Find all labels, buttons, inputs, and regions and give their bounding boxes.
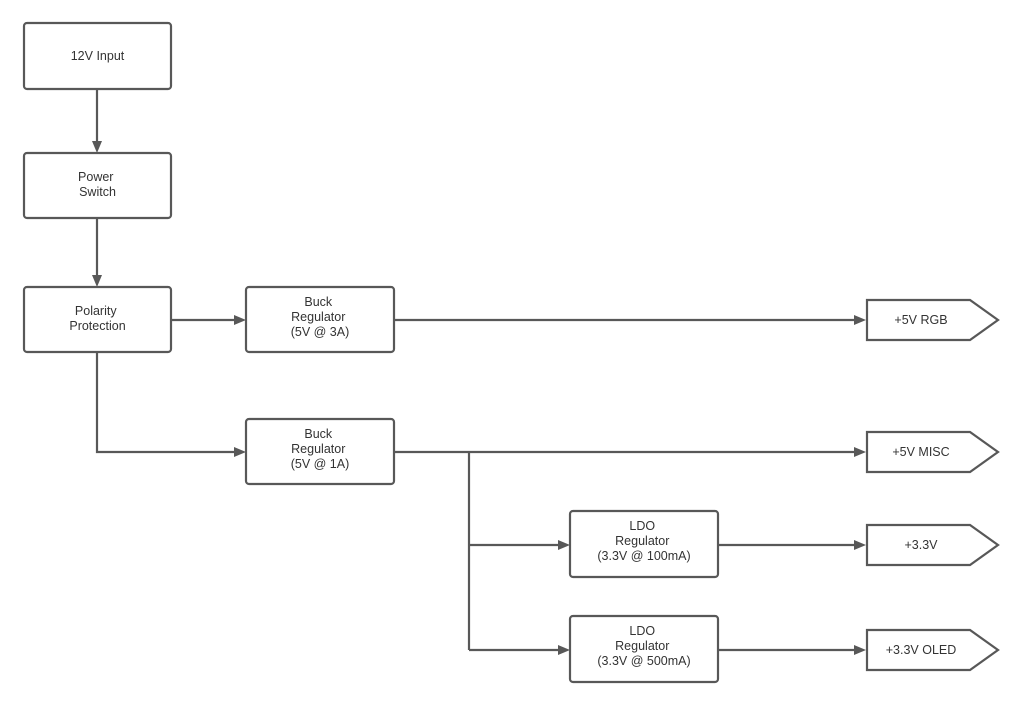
block-polarity-protection-line-1: Polarity (75, 304, 117, 318)
arrowhead-5v-misc (854, 447, 866, 457)
block-power-switch-line-1: Power (78, 170, 113, 184)
block-buck-regulator-1a-line-2: Regulator (291, 442, 345, 456)
output-3v3: +3.3V (865, 523, 1000, 567)
arrowhead-polarity (92, 275, 102, 287)
block-power-switch-line-2: Switch (79, 185, 116, 199)
block-12v-input-line-1: 12V Input (71, 49, 125, 63)
svg-text:Buck Regulator (5V: Buck Regulator (5V @ 3A) (291, 295, 350, 339)
block-12v-input: 12V Input (22, 21, 173, 91)
output-5v-rgb: +5V RGB (865, 298, 1000, 342)
block-buck-regulator-1a-line-3: (5V @ 1A) (291, 457, 350, 471)
svg-text:Power Switch: Power Switch (78, 170, 117, 199)
block-buck-regulator-1a-line-1: Buck (304, 427, 333, 441)
arrowhead-buck1a (234, 447, 246, 457)
block-polarity-protection: Polarity Protection (22, 285, 173, 354)
arrowhead-5v-rgb (854, 315, 866, 325)
block-ldo-regulator-100ma: LDO Regulator (3.3V @ 100mA) (568, 509, 720, 579)
output-5v-rgb-label: +5V RGB (894, 313, 947, 327)
connections (92, 89, 866, 655)
output-3v3-oled-label: +3.3V OLED (886, 643, 957, 657)
wire-polarity-to-buck1a (95, 352, 238, 454)
block-power-switch: Power Switch (22, 151, 173, 220)
block-ldo-regulator-500ma: LDO Regulator (3.3V @ 500mA) (568, 614, 720, 684)
arrowhead-switch (92, 141, 102, 153)
svg-text:LDO Regulator (3.3: LDO Regulator (3.3V @ 500mA) (597, 624, 690, 668)
block-buck-regulator-3a-line-1: Buck (304, 295, 333, 309)
block-buck-regulator-3a: Buck Regulator (5V @ 3A) (244, 285, 396, 354)
block-ldo-regulator-100ma-line-3: (3.3V @ 100mA) (597, 549, 690, 563)
block-buck-regulator-3a-line-2: Regulator (291, 310, 345, 324)
block-ldo-regulator-500ma-line-3: (3.3V @ 500mA) (597, 654, 690, 668)
block-ldo-regulator-500ma-line-2: Regulator (615, 639, 669, 653)
output-5v-misc-label: +5V MISC (892, 445, 949, 459)
svg-text:LDO Regulator (3.3: LDO Regulator (3.3V @ 100mA) (597, 519, 690, 563)
output-5v-misc: +5V MISC (865, 430, 1000, 474)
block-ldo-regulator-100ma-line-2: Regulator (615, 534, 669, 548)
block-ldo-regulator-100ma-line-1: LDO (629, 519, 655, 533)
arrowhead-ldo500 (558, 645, 570, 655)
svg-text:12V Input: 12V Input (71, 49, 125, 63)
block-buck-regulator-3a-line-3: (5V @ 3A) (291, 325, 350, 339)
output-3v3-oled: +3.3V OLED (865, 628, 1000, 672)
svg-text:Polarity Protection: Polarity Protection (69, 304, 125, 333)
arrowhead-3v3-oled (854, 645, 866, 655)
block-polarity-protection-line-2: Protection (69, 319, 125, 333)
block-ldo-regulator-500ma-line-1: LDO (629, 624, 655, 638)
arrowhead-ldo100 (558, 540, 570, 550)
block-buck-regulator-1a: Buck Regulator (5V @ 1A) (244, 417, 396, 486)
output-3v3-label: +3.3V (904, 538, 938, 552)
svg-text:Buck Regulator (5V: Buck Regulator (5V @ 1A) (291, 427, 350, 471)
arrowhead-buck3a (234, 315, 246, 325)
arrowhead-3v3 (854, 540, 866, 550)
